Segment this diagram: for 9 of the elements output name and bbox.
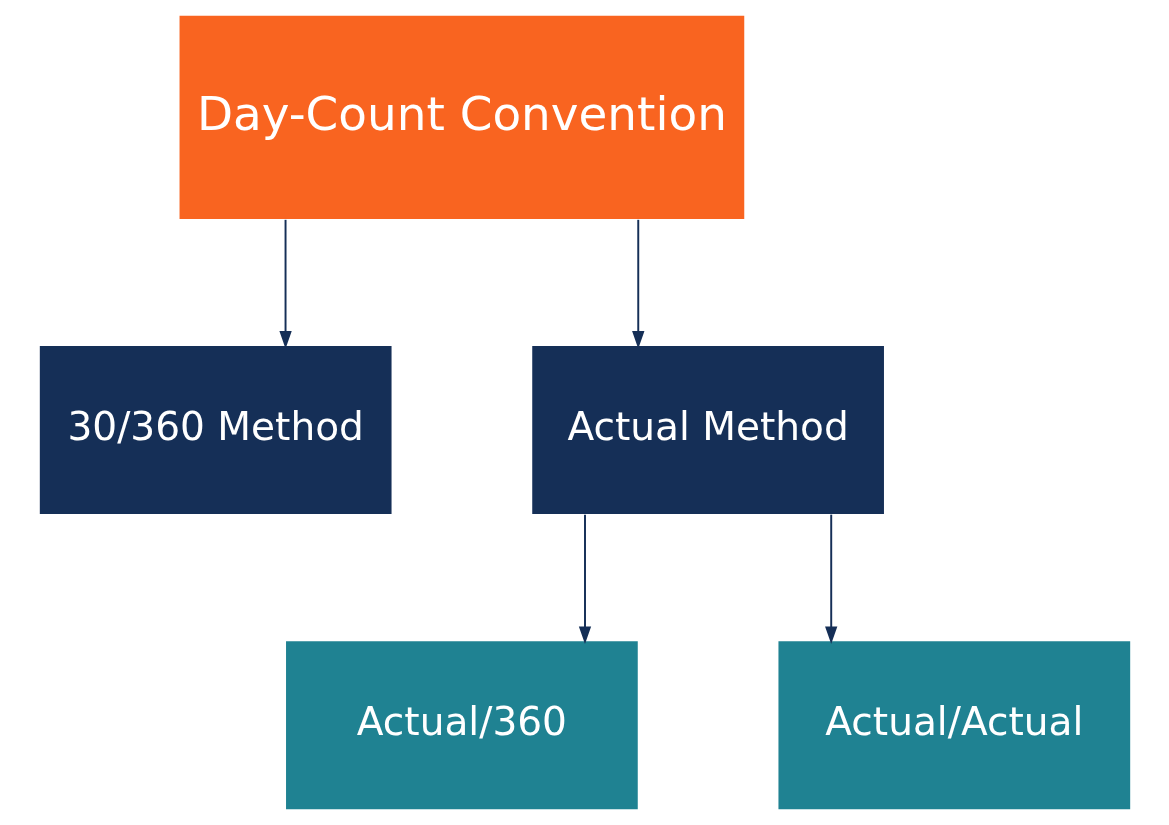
arrow: [631, 218, 644, 349]
node-box: Actual Method: [531, 346, 884, 515]
node-box: 30/360 Method: [39, 346, 392, 515]
arrow: [278, 218, 292, 349]
node-box: Actual/360: [285, 641, 638, 810]
arrow: [578, 513, 591, 645]
arrow: [824, 513, 837, 645]
node-box: Day-Count Convention: [179, 15, 744, 220]
node-box: Actual/Actual: [777, 641, 1130, 810]
